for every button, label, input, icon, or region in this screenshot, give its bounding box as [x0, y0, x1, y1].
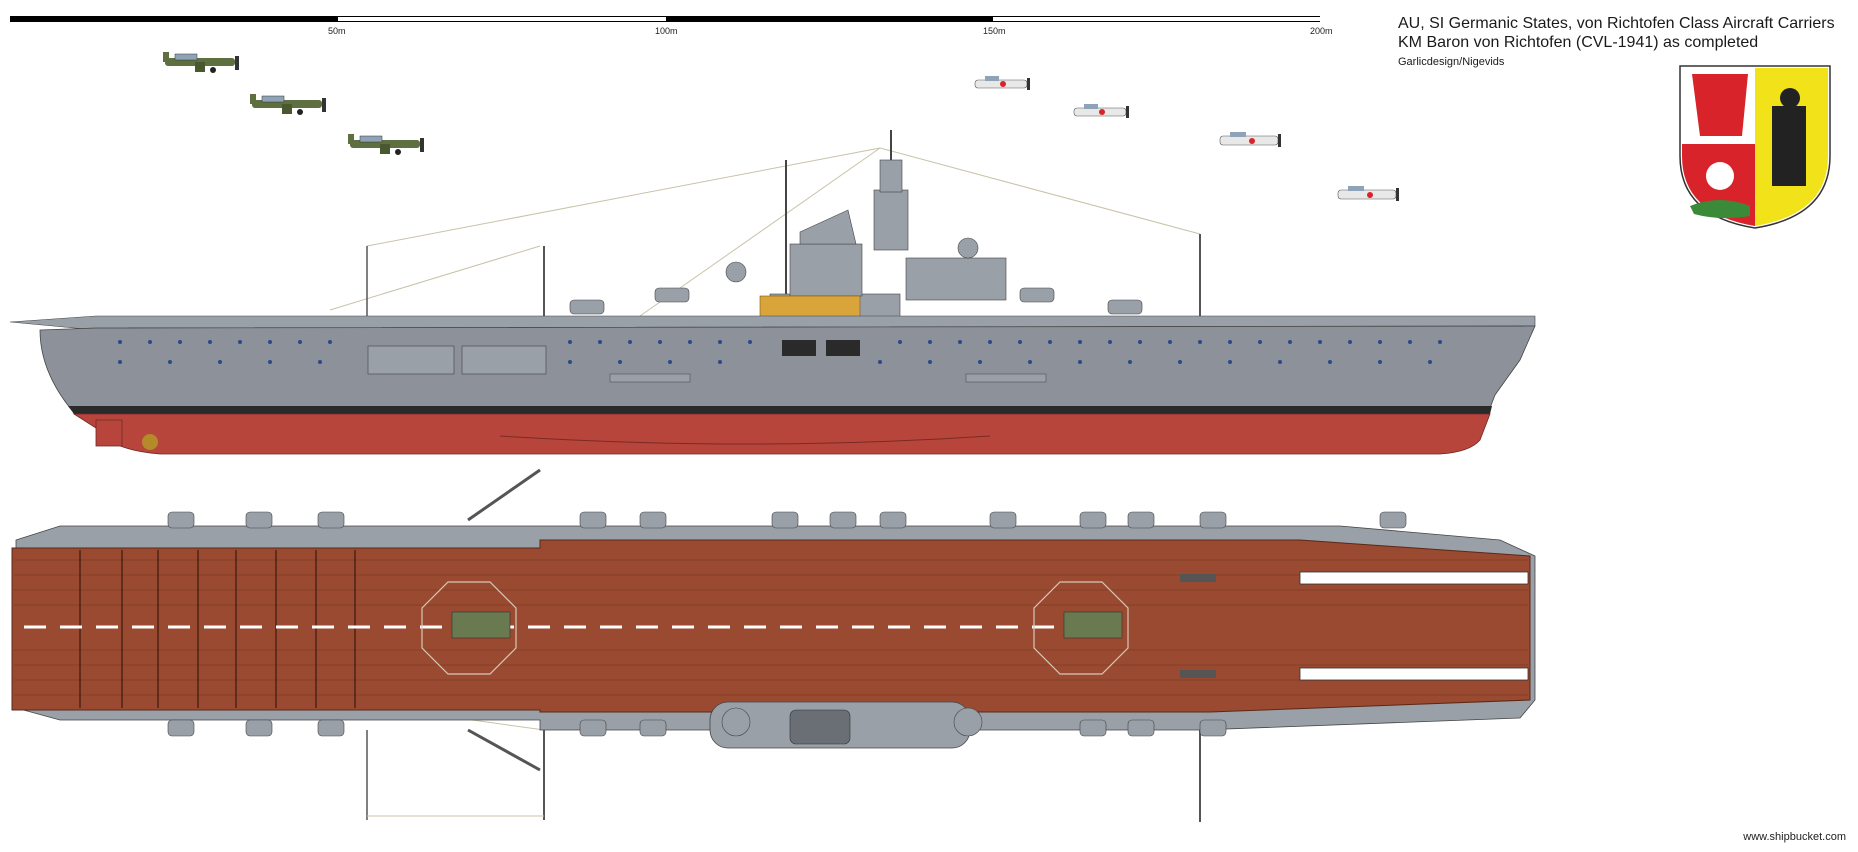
watermark: www.shipbucket.com	[1743, 831, 1846, 843]
aircraft-fighter-2	[1073, 104, 1129, 118]
credit-line: Garlicdesign/Nigevids	[1398, 56, 1505, 68]
ship-side-profile	[9, 130, 1536, 455]
aircraft-dive-bomber-3	[348, 134, 424, 155]
aircraft-fighter-1	[974, 76, 1030, 90]
coat-of-arms-icon	[1679, 65, 1831, 229]
ship-top-view	[11, 468, 1536, 822]
aircraft-fighter-4	[1337, 186, 1399, 201]
aircraft-dive-bomber-1	[163, 52, 239, 73]
aircraft-dive-bomber-2	[250, 94, 326, 115]
scale-label-50: 50m	[328, 26, 346, 36]
title-line-1: AU, SI Germanic States, von Richtofen Cl…	[1398, 15, 1835, 32]
title-line-2: KM Baron von Richtofen (CVL-1941) as com…	[1398, 34, 1759, 51]
aircraft-fighter-3	[1219, 132, 1281, 147]
scale-label-200: 200m	[1310, 26, 1333, 36]
scale-bar: 50m 100m 150m 200m	[10, 16, 1333, 36]
scale-label-150: 150m	[983, 26, 1006, 36]
scale-label-100: 100m	[655, 26, 678, 36]
title-block: AU, SI Germanic States, von Richtofen Cl…	[1398, 14, 1838, 69]
